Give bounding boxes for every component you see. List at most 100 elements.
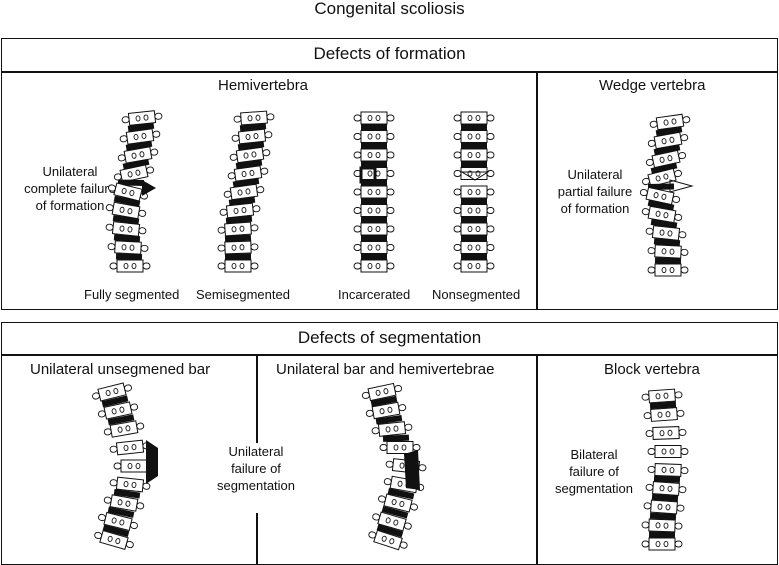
vertebra-body xyxy=(645,426,687,440)
vertebra-body xyxy=(453,204,495,217)
wedge-marker xyxy=(669,179,694,193)
vertebra-body xyxy=(372,511,412,532)
vertebra-body xyxy=(453,222,495,236)
intervertebral-disc xyxy=(649,512,677,520)
vertebra-body xyxy=(94,530,134,550)
annotation-line: partial failure xyxy=(557,184,633,199)
intervertebral-disc xyxy=(648,531,676,538)
intervertebral-disc xyxy=(113,234,141,243)
intervertebral-disc xyxy=(361,253,387,260)
vertebra-body xyxy=(453,259,495,273)
vertebra-body xyxy=(353,148,395,162)
annotation-line: segmentation xyxy=(216,478,296,493)
vertebra-body xyxy=(647,445,689,458)
spine-block-vertebra xyxy=(641,388,689,551)
annotation-line: Bilateral xyxy=(570,447,618,462)
intervertebral-disc xyxy=(461,161,487,168)
spine-incarcerated xyxy=(353,111,395,273)
vertebra-body xyxy=(217,221,259,237)
spine-nonsegmented xyxy=(453,111,495,273)
intervertebral-disc xyxy=(225,215,253,224)
block-vertebra-heading: Block vertebra xyxy=(604,361,700,378)
intervertebral-disc xyxy=(117,179,145,186)
vertebra-body xyxy=(229,146,271,164)
annotation-line: complete failure xyxy=(24,181,116,196)
spine-semisegmented xyxy=(217,110,275,273)
caption-semisegmented: Semisegmented xyxy=(196,287,290,302)
formation-panel xyxy=(1,38,778,310)
vertebra-body xyxy=(379,441,421,454)
unsegmented-bar xyxy=(146,440,158,484)
intervertebral-disc xyxy=(122,158,150,170)
annotation-line: failure of xyxy=(569,464,619,479)
vertebra-body xyxy=(365,401,407,420)
intervertebral-disc xyxy=(381,505,409,519)
intervertebral-disc xyxy=(102,524,130,538)
bar-with-hemivertebrae xyxy=(404,450,420,490)
intervertebral-disc xyxy=(115,253,143,261)
vertebra-body xyxy=(103,420,145,438)
intervertebral-disc xyxy=(461,253,487,260)
segmentation-header: Defects of segmentation xyxy=(297,328,482,347)
vertebra-body xyxy=(371,421,413,437)
intervertebral-disc xyxy=(461,216,487,223)
vertebra-body xyxy=(121,110,163,126)
vertebra-body xyxy=(645,481,687,496)
vertebra-body xyxy=(231,128,273,145)
intervertebral-disc xyxy=(107,506,135,518)
vertebra-body xyxy=(98,511,138,532)
intervertebral-disc xyxy=(647,199,675,211)
intervertebral-disc xyxy=(376,524,404,538)
caption-nonsegmented: Nonsegmented xyxy=(432,287,521,302)
formation-header: Defects of formation xyxy=(313,44,466,63)
vertebra-body xyxy=(223,183,265,201)
vertebra-body xyxy=(217,259,259,273)
intervertebral-disc xyxy=(228,196,256,206)
segmentation-divider-1a xyxy=(256,354,258,443)
intervertebral-disc xyxy=(650,218,678,229)
vertebra-body xyxy=(453,185,495,199)
vertebra-body xyxy=(97,401,139,420)
intervertebral-disc xyxy=(235,159,263,170)
vertebra-body xyxy=(649,113,691,131)
page-title: Congenital scoliosis xyxy=(314,0,465,18)
annotation-line: of formation xyxy=(560,201,630,216)
vertebra-body xyxy=(227,165,269,182)
intervertebral-disc xyxy=(461,124,487,131)
intervertebral-disc xyxy=(224,253,252,260)
segmentation-divider-2 xyxy=(536,354,538,565)
vertebra-body xyxy=(353,130,395,143)
vertebra-body xyxy=(105,201,147,220)
vertebra-body xyxy=(233,110,275,126)
vertebra-body xyxy=(368,529,408,551)
vertebra-body xyxy=(647,131,689,150)
annotation-line: segmentation xyxy=(554,481,634,496)
vertebra-body xyxy=(647,244,689,259)
vertebra-body xyxy=(641,518,683,533)
vertebra-body xyxy=(453,167,495,180)
vertebra-body xyxy=(453,130,495,143)
vertebra-body xyxy=(109,439,151,456)
nonsegmented-wedge xyxy=(460,171,490,181)
formation-header-divider xyxy=(1,71,778,73)
vertebra-body xyxy=(353,185,395,199)
vertebra-body xyxy=(647,263,689,277)
vertebra-body xyxy=(119,128,161,145)
intervertebral-disc xyxy=(461,198,487,205)
vertebra-body xyxy=(641,205,683,224)
incarcerated-hemivertebra xyxy=(359,166,377,184)
segmentation-shared-annotation: Unilateral failure of segmentation xyxy=(206,443,306,494)
formation-column-divider xyxy=(536,71,538,310)
annotation-line: Unilateral xyxy=(567,167,623,182)
hemivertebra-annotation: Unilateral complete failure of formation xyxy=(14,163,126,214)
hemivertebra-wedge xyxy=(142,180,156,196)
intervertebral-disc xyxy=(232,177,260,188)
caption-fully-segmented: Fully segmented xyxy=(84,287,180,302)
vertebra-body xyxy=(353,259,395,273)
wedge-vertebra-heading: Wedge vertebra xyxy=(599,77,706,94)
intervertebral-disc xyxy=(653,238,681,247)
intervertebral-disc xyxy=(361,142,387,149)
vertebra-body xyxy=(92,382,132,402)
intervertebral-disc xyxy=(361,161,387,168)
